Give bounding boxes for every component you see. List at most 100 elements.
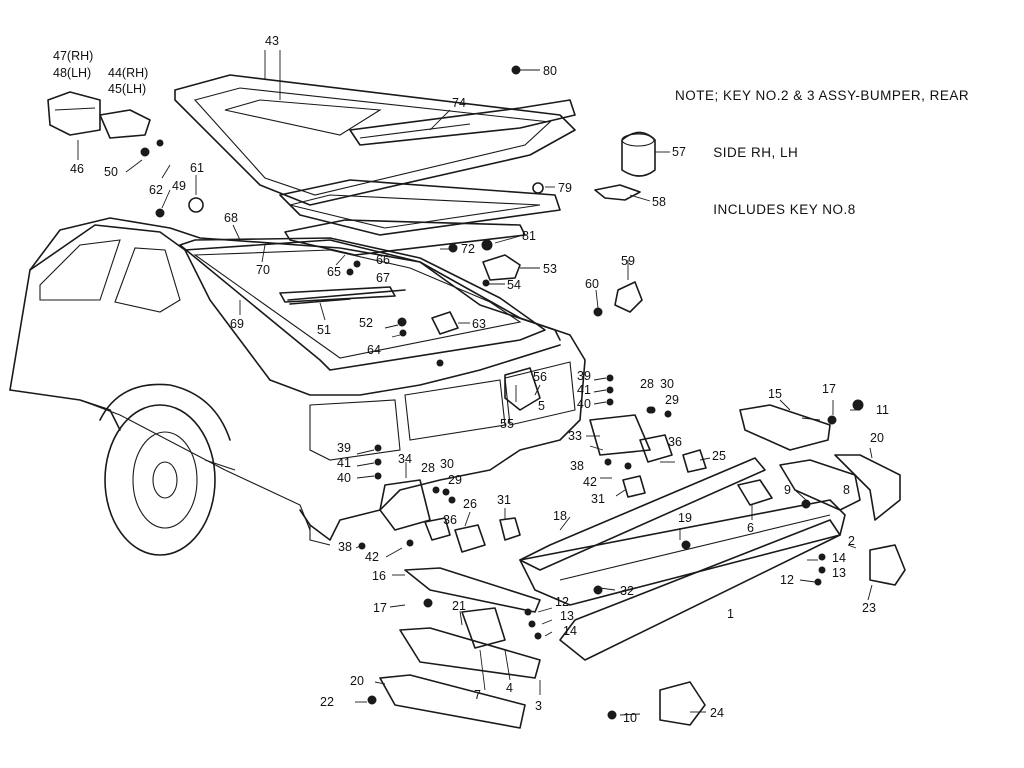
leader-lines: [77, 50, 873, 716]
callout-18: 18: [553, 509, 567, 523]
callout-17-right: 17: [822, 382, 836, 396]
note-line-2: SIDE RH, LH: [675, 145, 799, 160]
callout-31-left: 31: [497, 493, 511, 507]
callout-66: 66: [376, 253, 390, 267]
note-line-3: INCLUDES KEY NO.8: [675, 202, 856, 217]
callout-55: 55: [500, 417, 514, 431]
callout-23: 23: [862, 601, 876, 615]
callout-32: 32: [620, 584, 634, 598]
callout-67: 67: [376, 271, 390, 285]
callout-29-left: 29: [448, 473, 462, 487]
callout-56: 56: [533, 370, 547, 384]
callout-72: 72: [461, 242, 475, 256]
latch-parts: [431, 65, 656, 411]
callout-57: 57: [672, 145, 686, 159]
callout-20-right: 20: [870, 431, 884, 445]
callout-43: 43: [265, 34, 279, 48]
gas-strut: [287, 289, 406, 305]
callout-45-lh: 45(LH): [108, 82, 146, 96]
callout-29-right: 29: [665, 393, 679, 407]
callout-7: 7: [474, 688, 481, 702]
callout-16: 16: [372, 569, 386, 583]
callout-36-left: 36: [443, 513, 457, 527]
callout-70: 70: [256, 263, 270, 277]
callout-50: 50: [104, 165, 118, 179]
callout-59: 59: [621, 254, 635, 268]
callout-19: 19: [678, 511, 692, 525]
callout-4: 4: [506, 681, 513, 695]
callout-14-right: 14: [832, 551, 846, 565]
callout-46: 46: [70, 162, 84, 176]
callout-1: 1: [727, 607, 734, 621]
callout-22: 22: [320, 695, 334, 709]
diagram-note: NOTE; KEY NO.2 & 3 ASSY-BUMPER, REAR SID…: [675, 48, 969, 238]
callout-34: 34: [398, 452, 412, 466]
callout-48-lh: 48(LH): [53, 66, 91, 80]
callout-61: 61: [190, 161, 204, 175]
callout-38-right: 38: [570, 459, 584, 473]
callout-28-right: 28: [640, 377, 654, 391]
callout-20-left: 20: [350, 674, 364, 688]
callout-30-left: 30: [440, 457, 454, 471]
callout-49: 49: [172, 179, 186, 193]
callout-15: 15: [768, 387, 782, 401]
callout-51: 51: [317, 323, 331, 337]
rear-hatch-assembly: [174, 74, 576, 371]
callout-8: 8: [843, 483, 850, 497]
callout-47-rh: 47(RH): [53, 49, 93, 63]
callout-40-right: 40: [577, 397, 591, 411]
callout-30-right: 30: [660, 377, 674, 391]
callout-13-left: 13: [560, 609, 574, 623]
callout-13-right: 13: [832, 566, 846, 580]
callout-74: 74: [452, 96, 466, 110]
callout-9: 9: [784, 483, 791, 497]
callout-39-left: 39: [337, 441, 351, 455]
callout-5: 5: [538, 399, 545, 413]
callout-65: 65: [327, 265, 341, 279]
callout-12-left: 12: [555, 595, 569, 609]
rear-bumper-assembly: [379, 404, 906, 729]
callout-numbers: 47(RH) 48(LH) 44(RH) 45(LH) 43 74 80 57 …: [53, 34, 889, 725]
callout-33: 33: [568, 429, 582, 443]
callout-25: 25: [712, 449, 726, 463]
callout-42-right: 42: [583, 475, 597, 489]
note-line-1: NOTE; KEY NO.2 & 3 ASSY-BUMPER, REAR: [675, 88, 970, 103]
callout-2: 2: [848, 534, 855, 548]
callout-64: 64: [367, 343, 381, 357]
fasteners: [346, 260, 864, 720]
callout-17-left: 17: [373, 601, 387, 615]
car-body: [9, 217, 586, 556]
callout-38-left: 38: [338, 540, 352, 554]
callout-68: 68: [224, 211, 238, 225]
callout-41-right: 41: [577, 383, 591, 397]
callout-11: 11: [876, 403, 889, 417]
callout-14-left: 14: [563, 624, 577, 638]
callout-36-right: 36: [668, 435, 682, 449]
callout-6: 6: [747, 521, 754, 535]
callout-79: 79: [558, 181, 572, 195]
callout-69: 69: [230, 317, 244, 331]
callout-81: 81: [522, 229, 536, 243]
callout-31-right: 31: [591, 492, 605, 506]
callout-41-left: 41: [337, 456, 351, 470]
hinge-parts: [47, 91, 204, 218]
callout-28-left: 28: [421, 461, 435, 475]
callout-80: 80: [543, 64, 557, 78]
callout-60: 60: [585, 277, 599, 291]
callout-26: 26: [463, 497, 477, 511]
callout-39-right: 39: [577, 369, 591, 383]
callout-10: 10: [623, 711, 637, 725]
callout-53: 53: [543, 262, 557, 276]
callout-58: 58: [652, 195, 666, 209]
callout-52: 52: [359, 316, 373, 330]
callout-24: 24: [710, 706, 724, 720]
callout-12-right: 12: [780, 573, 794, 587]
callout-21: 21: [452, 599, 466, 613]
callout-3: 3: [535, 699, 542, 713]
callout-54: 54: [507, 278, 521, 292]
callout-63: 63: [472, 317, 486, 331]
callout-42-left: 42: [365, 550, 379, 564]
callout-44-rh: 44(RH): [108, 66, 148, 80]
callout-62: 62: [149, 183, 163, 197]
